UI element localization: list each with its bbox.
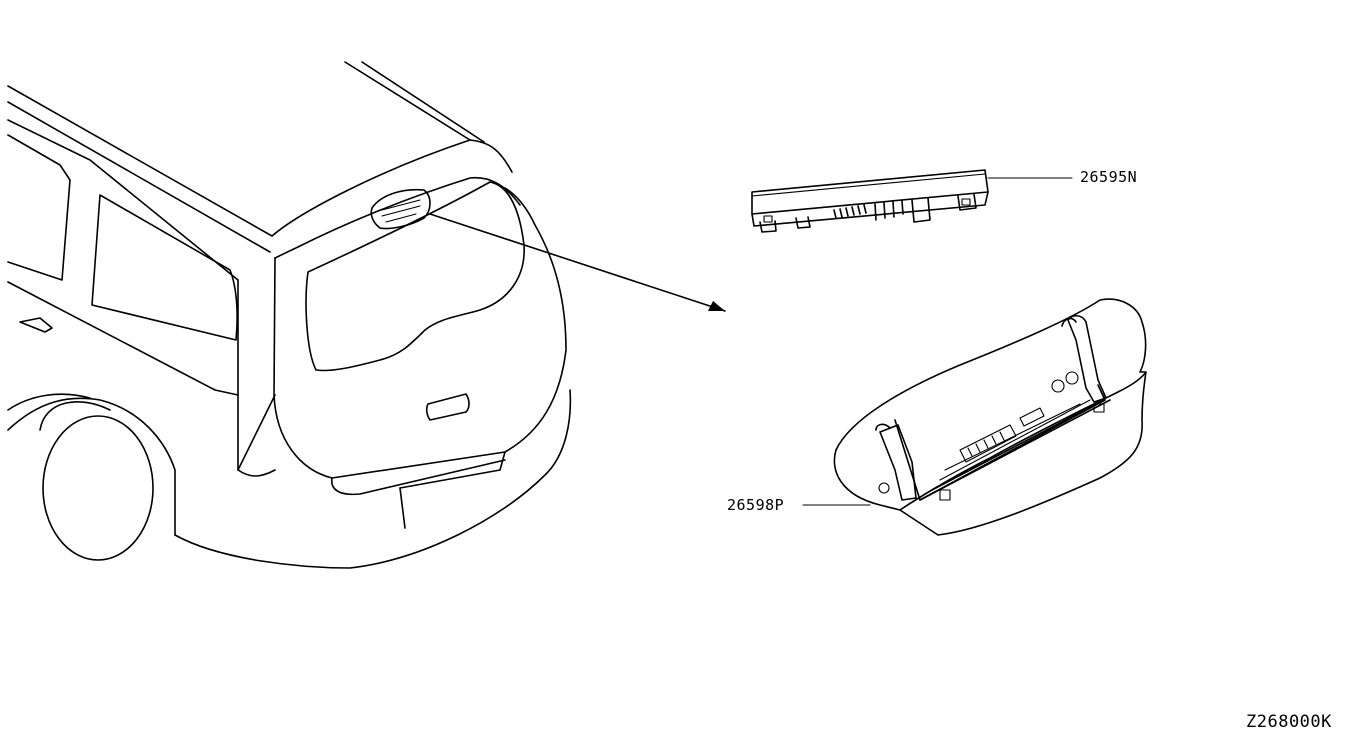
part-number-26598P: 26598P: [727, 496, 784, 514]
part-number-26595N: 26595N: [1080, 168, 1137, 186]
part-26595N-bulb-assembly: 26595N: [751, 168, 1137, 233]
part-26598P-housing: 26598P: [727, 298, 1147, 536]
vehicle-rear-illustration: [7, 61, 726, 569]
diagram-reference-code: Z268000K: [1246, 712, 1332, 732]
